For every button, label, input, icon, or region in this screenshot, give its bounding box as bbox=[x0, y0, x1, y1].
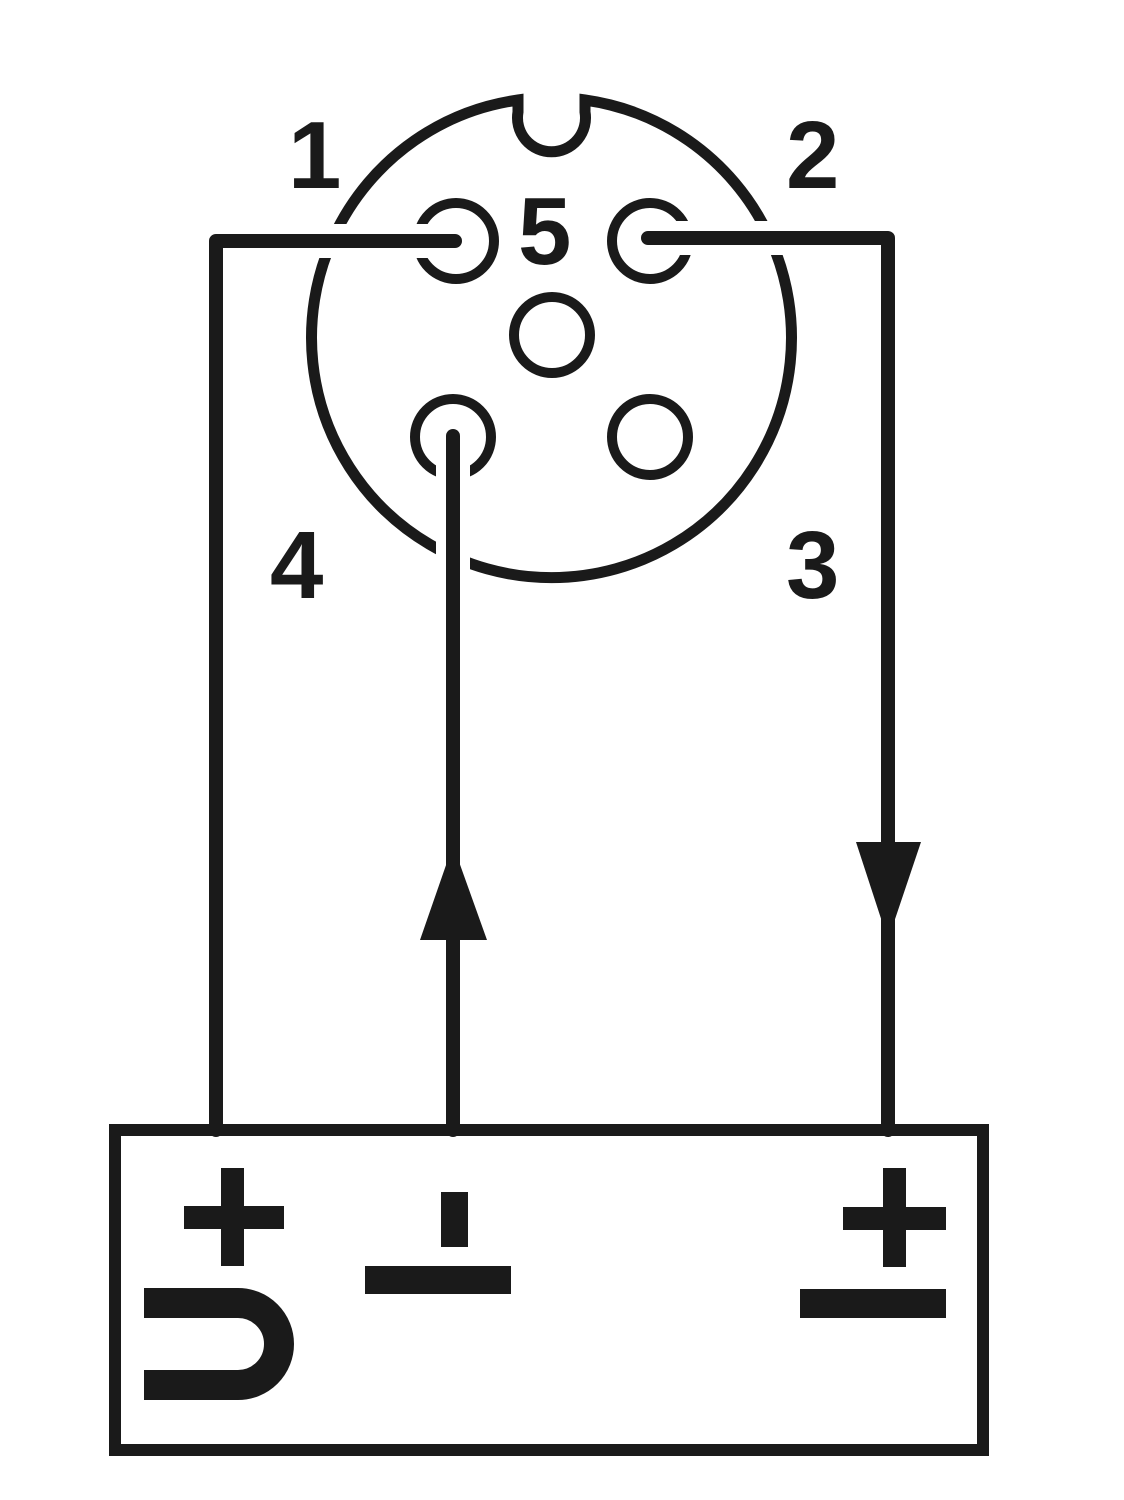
wire-halo-left bbox=[199, 224, 472, 837]
ground-icon bbox=[365, 1192, 511, 1294]
supply-terminal-symbols bbox=[144, 1168, 294, 1400]
device-box bbox=[109, 1124, 989, 1456]
pin-5-socket bbox=[509, 292, 595, 378]
pin-3-socket bbox=[607, 394, 693, 480]
output-terminal-symbols bbox=[800, 1168, 946, 1318]
pin-4-label: 4 bbox=[270, 512, 323, 619]
wires bbox=[209, 231, 895, 1137]
pin-3-label: 3 bbox=[786, 512, 839, 619]
pin-5-label: 5 bbox=[518, 178, 571, 285]
arrow-down-icon bbox=[856, 842, 921, 940]
pin-2-label: 2 bbox=[786, 102, 839, 209]
ground-terminal-symbol bbox=[365, 1192, 511, 1294]
connector-outline bbox=[306, 93, 797, 584]
voltage-u-icon bbox=[144, 1288, 294, 1400]
pin-1-label: 1 bbox=[288, 102, 341, 209]
connector-face bbox=[306, 93, 797, 584]
arrow-up-icon bbox=[420, 845, 487, 940]
plus-minus-icon bbox=[800, 1168, 946, 1318]
wire-pin1-supply bbox=[209, 234, 462, 1137]
plus-icon bbox=[184, 1168, 284, 1266]
pin-labels: 1 2 5 4 3 bbox=[270, 102, 839, 619]
wire-pin2-output bbox=[641, 231, 895, 1137]
